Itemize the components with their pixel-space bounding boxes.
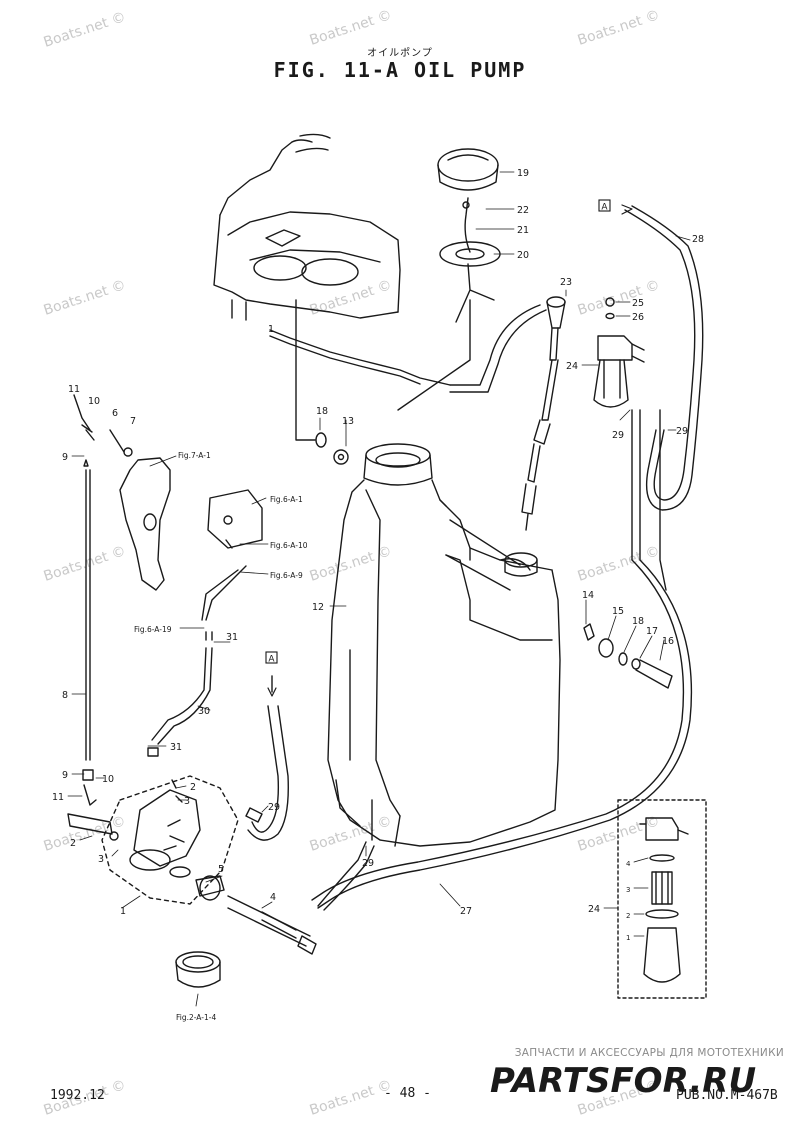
- throttle-linkage: [73, 394, 133, 806]
- callout-20: 20: [517, 250, 529, 261]
- lever-bracket: [119, 457, 171, 591]
- callout-29: 29: [676, 426, 688, 437]
- callout-29: 29: [268, 802, 280, 813]
- publication-date: 1992.12: [50, 1088, 105, 1103]
- callout-13: 13: [342, 416, 354, 427]
- callout-7: 7: [130, 416, 136, 427]
- page-number: - 48 -: [384, 1086, 431, 1101]
- callout-19: 19: [517, 168, 529, 179]
- leader-lines: [67, 171, 691, 1007]
- callout-4: 4: [626, 860, 631, 868]
- callout-9: 9: [62, 452, 68, 463]
- oil-filter-exploded: [617, 799, 707, 999]
- bearing: [175, 951, 221, 988]
- callout-24: 24: [588, 904, 600, 915]
- callout-18: 18: [316, 406, 328, 417]
- hose-connector-a: [245, 675, 289, 841]
- callout-3: 3: [184, 796, 190, 807]
- shop-tagline: ЗАПЧАСТИ И АКСЕССУАРЫ ДЛЯ МОТОТЕХНИКИ: [514, 1047, 784, 1059]
- callout-8: 8: [62, 690, 68, 701]
- oil-pump-assembly: [67, 775, 239, 905]
- svg-text:PARTSFOR.RU: PARTSFOR.RU: [490, 1061, 756, 1098]
- oil-filter-upper: [593, 297, 645, 408]
- callout-3: 3: [98, 854, 104, 865]
- callout-4: 4: [270, 892, 276, 903]
- ref-fig-6a1: Fig.6-A-1: [270, 495, 303, 504]
- callout-15: 15: [612, 606, 624, 617]
- level-sensor-hose: [449, 296, 566, 531]
- engine-block: [213, 133, 451, 386]
- callout-28: 28: [692, 234, 704, 245]
- callout-22: 22: [517, 205, 529, 216]
- callout-30: 30: [198, 706, 210, 717]
- oil-tank: [327, 443, 561, 847]
- callout-6: 6: [112, 408, 118, 419]
- callout-9: 9: [62, 770, 68, 781]
- page-title: FIG. 11-A OIL PUMP: [273, 58, 527, 82]
- callout-16: 16: [662, 636, 674, 647]
- drive-shaft: [195, 875, 317, 955]
- callout-11: 11: [68, 384, 80, 395]
- ref-fig-2a14: Fig.2-A-1-4: [176, 1013, 216, 1022]
- callout-18: 18: [632, 616, 644, 627]
- callout-24: 24: [566, 361, 578, 372]
- ref-fig-6a10: Fig.6-A-10: [270, 541, 308, 550]
- callout-23: 23: [560, 277, 572, 288]
- title-japanese: オイルポンプ: [367, 48, 433, 59]
- callout-25: 25: [632, 298, 644, 309]
- mounting-hardware: [315, 432, 673, 689]
- callout-31: 31: [170, 742, 182, 753]
- connector-marker-a: A: [268, 655, 275, 665]
- callout-10: 10: [88, 396, 100, 407]
- hose-30: [147, 565, 247, 757]
- ref-fig-7a1: Fig.7-A-1: [178, 451, 211, 460]
- callout-14: 14: [582, 590, 594, 601]
- carburetor: [207, 489, 263, 549]
- tank-cap-assembly: [437, 148, 501, 323]
- connector-marker-a: A: [601, 203, 608, 213]
- callout-12: 12: [312, 602, 324, 613]
- callout-2: 2: [626, 912, 630, 920]
- callout-29: 29: [612, 430, 624, 441]
- callout-27: 27: [460, 906, 472, 917]
- callout-1: 1: [120, 906, 126, 917]
- publication-number: PUB.NO.M-467B: [676, 1088, 778, 1103]
- callout-5: 5: [218, 864, 224, 875]
- callout-1: 1: [626, 934, 630, 942]
- callout-31: 31: [226, 632, 238, 643]
- callout-numbers: 19 22 21 20 23 25 26 24 28 29 29 18 13 1…: [52, 168, 704, 942]
- shop-logo: PARTSFOR.RU: [490, 1061, 756, 1098]
- callout-26: 26: [632, 312, 644, 323]
- arrow-icon: [621, 204, 633, 215]
- figure-references: Fig.7-A-1 Fig.6-A-1 Fig.6-A-10 Fig.6-A-9…: [134, 451, 308, 1022]
- callout-2: 2: [70, 838, 76, 849]
- callout-21: 21: [517, 225, 529, 236]
- hose-27: [311, 409, 693, 911]
- callout-2: 2: [190, 782, 196, 793]
- callout-3: 3: [626, 886, 630, 894]
- ref-fig-6a9: Fig.6-A-9: [270, 571, 303, 580]
- callout-29: 29: [362, 858, 374, 869]
- arrow-icon: [267, 687, 277, 697]
- ref-fig-6a19: Fig.6-A-19: [134, 625, 172, 634]
- callout-11: 11: [52, 792, 64, 803]
- callout-10: 10: [102, 774, 114, 785]
- callout-1: 1: [268, 324, 274, 335]
- callout-17: 17: [646, 626, 658, 637]
